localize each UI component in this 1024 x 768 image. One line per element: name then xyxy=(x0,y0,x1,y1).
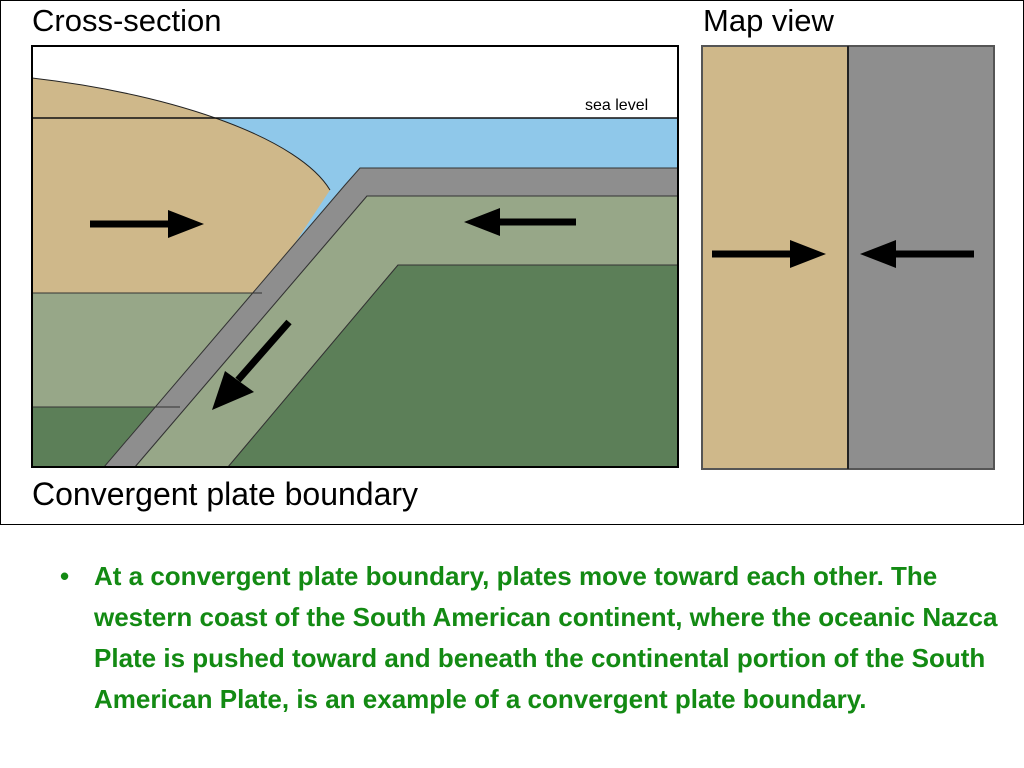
figure-caption: Convergent plate boundary xyxy=(32,476,419,512)
cross-section-panel xyxy=(32,46,678,467)
sea-level-label: sea level xyxy=(585,97,649,114)
bullet-item: • At a convergent plate boundary, plates… xyxy=(60,556,1010,720)
arrow-left-icon xyxy=(860,240,974,268)
arrow-right-icon xyxy=(712,240,826,268)
diagram-svg xyxy=(31,45,995,470)
mantle-right xyxy=(227,264,678,467)
continental-crust xyxy=(32,78,330,293)
cross-section-title: Cross-section xyxy=(32,3,222,38)
arrow-right-icon xyxy=(90,210,204,238)
arrow-left-icon xyxy=(464,208,576,236)
bullet-marker: • xyxy=(60,561,70,591)
bullet-text: At a convergent plate boundary, plates m… xyxy=(94,561,998,714)
lithosphere-left xyxy=(32,293,260,407)
bullet-list: • At a convergent plate boundary, plates… xyxy=(60,556,1010,720)
plate-boundary-figure: Cross-section Map view sea level Converg… xyxy=(0,0,1024,525)
cross-section-border xyxy=(31,45,679,468)
continental-surface-line xyxy=(32,77,331,191)
arrow-down-left-icon xyxy=(212,319,292,410)
map-view-title: Map view xyxy=(703,3,834,38)
